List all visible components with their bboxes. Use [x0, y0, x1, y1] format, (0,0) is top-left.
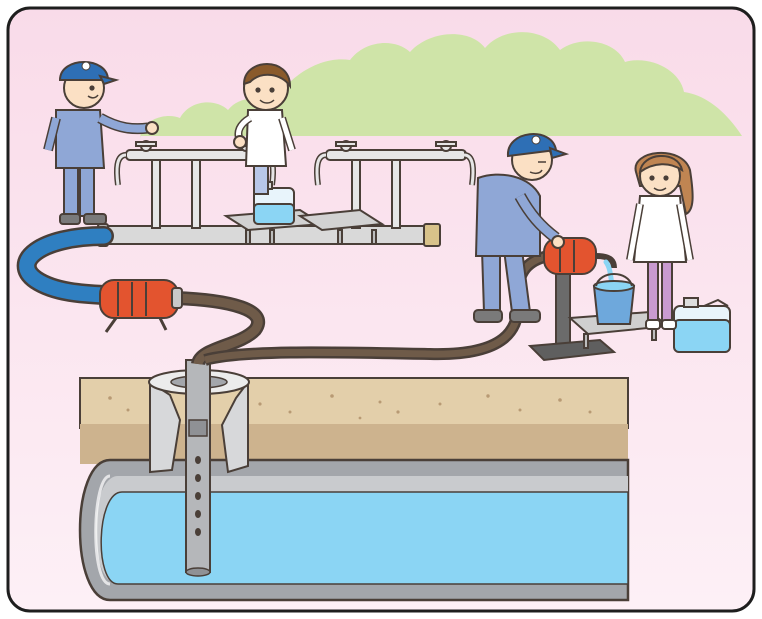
bucket-icon [594, 274, 634, 324]
water-jug-ground-icon [674, 298, 730, 352]
pipe-water [101, 492, 628, 584]
suction-pipe [186, 360, 210, 576]
